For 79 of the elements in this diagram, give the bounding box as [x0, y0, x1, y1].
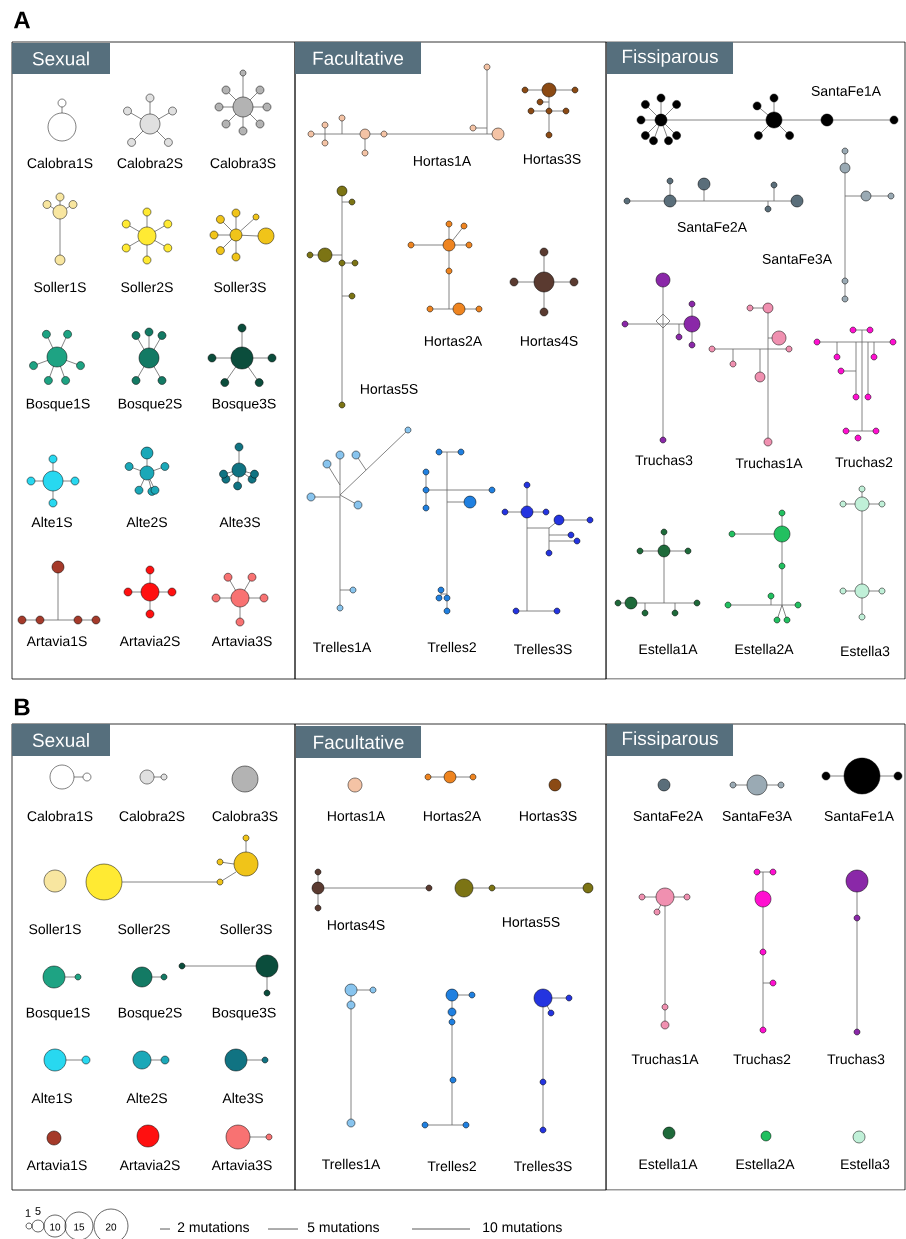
network-name: Trelles2 — [427, 641, 476, 653]
network-name: Trelles3S — [514, 643, 572, 655]
network-name: Hortas3S — [519, 811, 577, 821]
panel-header: Sexual — [12, 724, 110, 756]
network-name: SantaFe1A — [824, 811, 894, 821]
panel-header: Sexual — [12, 43, 110, 74]
network-name: Hortas4S — [327, 920, 385, 930]
panel-header: Facultative — [296, 726, 421, 758]
network-name: Alte3S — [222, 1092, 263, 1104]
network-name: Truchas3 — [827, 1053, 885, 1065]
network-name: Bosque2S — [118, 398, 182, 412]
network-name: Artavia3S — [211, 1159, 272, 1171]
network-name: Artavia2S — [119, 635, 180, 647]
network-name: SantaFe3A — [762, 254, 832, 264]
network-name: Hortas1A — [327, 811, 386, 821]
network-name: Estella3 — [841, 645, 890, 657]
network-name: Artavia3S — [211, 635, 272, 647]
network-name: Hortas2A — [423, 811, 482, 821]
network-name: Soller2S — [121, 281, 173, 293]
network-name: Trelles1A — [313, 641, 372, 653]
network-name: Soller2S — [118, 923, 170, 935]
network-name: Bosque3S — [212, 1007, 276, 1021]
network-name: Calobra3S — [210, 157, 276, 169]
network-name: Hortas5S — [360, 384, 418, 394]
network-name: Calobra1S — [27, 810, 93, 822]
network-name: Truchas2 — [835, 456, 893, 468]
network-name: Artavia1S — [26, 635, 87, 647]
legend-text: 10 mutations — [483, 1221, 562, 1233]
legend-text: 2 mutations — [177, 1221, 250, 1233]
network-name: Calobra3S — [212, 810, 278, 822]
network-name: Soller1S — [34, 281, 86, 293]
network-name: SantaFe3A — [722, 811, 792, 821]
network-name: Bosque1S — [26, 398, 90, 412]
network-name: SantaFe1A — [811, 86, 881, 96]
network-name: Soller3S — [220, 923, 272, 935]
network-name: SantaFe2A — [677, 222, 747, 232]
network-name: Hortas2A — [424, 336, 483, 346]
network-name: Calobra1S — [27, 157, 93, 169]
network-name: Trelles3S — [514, 1160, 572, 1172]
size-value: 1 — [25, 1209, 31, 1217]
network-name: Estella1A — [639, 1158, 698, 1170]
network-name: Hortas5S — [502, 917, 560, 927]
network-name: Soller3S — [214, 281, 266, 293]
network-name: Alte2S — [126, 516, 167, 528]
network-name: Artavia2S — [119, 1159, 180, 1171]
network-name: Truchas1A — [631, 1053, 699, 1065]
network-name: Soller1S — [29, 923, 81, 935]
network-name: Truchas1A — [735, 457, 803, 469]
network-name: Alte2S — [126, 1092, 167, 1104]
network-name: Calobra2S — [117, 157, 183, 169]
panel-header: Fissiparous — [607, 724, 733, 756]
network-name: Alte1S — [31, 516, 72, 528]
panel-letter: B — [14, 698, 30, 716]
network-name: Truchas2 — [733, 1053, 791, 1065]
network-name: Truchas3 — [635, 454, 693, 466]
network-name: Hortas3S — [523, 154, 581, 164]
network-name: Bosque1S — [26, 1007, 90, 1021]
network-name: Artavia1S — [26, 1159, 87, 1171]
network-name: Estella3 — [841, 1158, 890, 1170]
network-name: Alte3S — [219, 516, 260, 528]
size-value: 15 — [74, 1223, 85, 1231]
network-name: Hortas1A — [413, 156, 472, 166]
network-name: Alte1S — [31, 1092, 72, 1104]
network-name: SantaFe2A — [633, 811, 703, 821]
panel-header: Fissiparous — [607, 42, 733, 74]
size-value: 10 — [50, 1223, 61, 1231]
network-name: Trelles1A — [322, 1158, 381, 1170]
network-name: Hortas4S — [520, 336, 578, 346]
panel-header: Facultative — [295, 42, 421, 74]
network-name: Bosque2S — [118, 1007, 182, 1021]
network-name: Trelles2 — [427, 1160, 476, 1172]
legend-text: 5 mutations — [307, 1221, 380, 1233]
network-name: Bosque3S — [212, 398, 276, 412]
size-value: 5 — [35, 1207, 41, 1215]
network-name: Estella1A — [639, 643, 698, 655]
size-value: 20 — [105, 1223, 117, 1231]
network-name: Estella2A — [735, 643, 794, 655]
network-name: Estella2A — [736, 1158, 795, 1170]
network-name: Calobra2S — [119, 810, 185, 822]
